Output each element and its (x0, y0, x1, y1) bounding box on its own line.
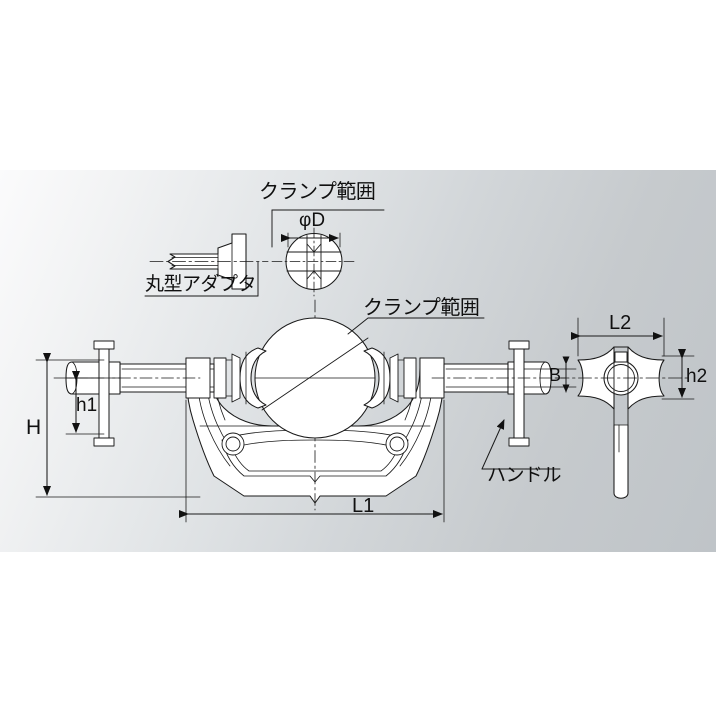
label-phi-d: φD (299, 210, 326, 231)
clamped-ball (254, 317, 376, 439)
leader-clamp-range-top (271, 209, 385, 248)
label-dim-h: H (26, 416, 42, 439)
right-jaw (363, 347, 417, 409)
label-clamp-range-top: クランプ範囲 (259, 181, 376, 203)
label-dim-l1: L1 (352, 495, 375, 517)
left-spindle-assembly (53, 340, 215, 447)
dimension-h2 (661, 349, 695, 400)
dimension-l2 (571, 317, 665, 357)
dimension-b (550, 356, 577, 393)
label-handle: ハンドル (487, 465, 562, 486)
wing-nut-view (555, 317, 695, 499)
leader-round-adapter (144, 261, 259, 297)
leader-clamp-range-main (347, 317, 485, 335)
round-adapter-detail (149, 233, 269, 290)
clamp-jaw-detail (271, 209, 385, 297)
label-dim-h2: h2 (686, 366, 708, 387)
right-spindle-assembly (419, 340, 567, 447)
label-round-adapter: 丸型アダプタ (145, 274, 257, 295)
label-dim-b: B (549, 365, 562, 385)
dimension-l1 (179, 399, 445, 523)
label-dim-l2: L2 (609, 312, 632, 334)
label-dim-h1: h1 (76, 395, 98, 416)
dimension-h (35, 353, 201, 498)
leader-handle (481, 419, 561, 470)
dimension-h1 (65, 371, 105, 435)
left-jaw (213, 347, 267, 409)
dimension-phi-d (281, 232, 341, 248)
label-clamp-range-main: クランプ範囲 (363, 297, 480, 319)
